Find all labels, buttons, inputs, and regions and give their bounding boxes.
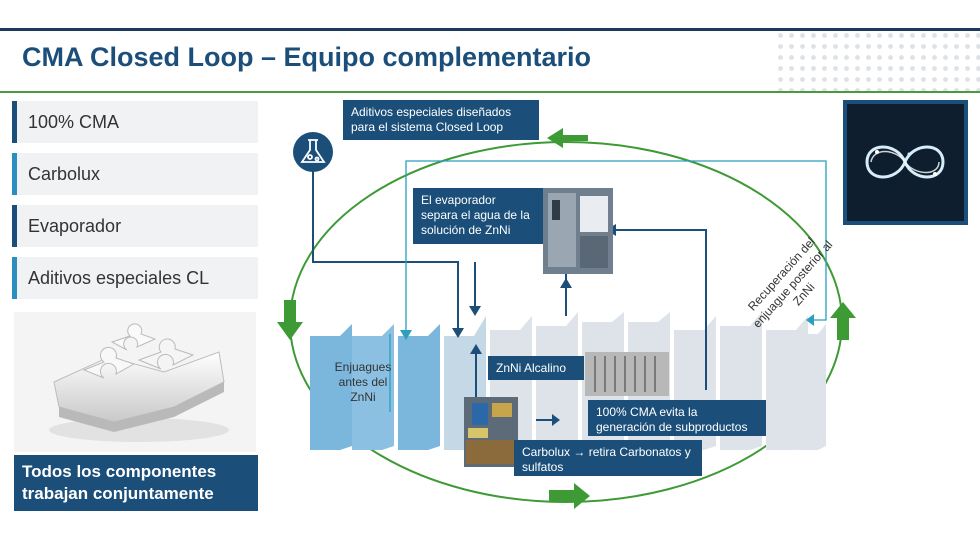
note-znni: ZnNi Alcalino [488,356,584,380]
note-cma: 100% CMA evita la generación de subprodu… [588,400,766,436]
puzzle-icon [49,323,229,442]
label-enjuagues: Enjuagues antes del ZnNi [334,360,392,404]
evaporator-photo [543,188,613,274]
sidebar-item-carbolux: Carbolux [12,153,258,195]
note-evaporador: El evaporador separa el agua de la soluc… [413,188,543,244]
sidebar-item-label: Evaporador [28,216,122,236]
infinity-image [843,100,968,225]
top-bar [0,28,980,31]
title-rule [0,91,980,93]
page-title: CMA Closed Loop – Equipo complementario [22,42,592,72]
sidebar-accent [12,153,17,195]
flask-icon [293,132,333,172]
infinity-icon [865,145,945,179]
sidebar-accent [12,205,17,247]
caption-text: Todos los componentes trabajan conjuntam… [22,462,217,503]
caption-box: Todos los componentes trabajan conjuntam… [14,455,258,511]
heater-photo [585,352,669,396]
sidebar-item-aditivos: Aditivos especiales CL [12,257,258,299]
sidebar-item-cma: 100% CMA [12,101,258,143]
sidebar-item-label: Carbolux [28,164,101,184]
sidebar-item-evaporador: Evaporador [12,205,258,247]
green-arrow-icon [277,128,856,509]
sidebar-accent [12,101,17,143]
sidebar-item-label: Aditivos especiales CL [28,268,210,288]
note-carbolux: Carbolux → retira Carbonatos y sulfatos [514,440,702,476]
decorative-dots [775,30,980,92]
note-aditivos: Aditivos especiales diseñados para el si… [343,100,539,140]
sidebar-accent [12,257,17,299]
carbolux-photo [464,397,518,467]
puzzle-image [14,312,256,452]
rinse-tanks [310,324,440,450]
sidebar-item-label: 100% CMA [28,112,120,132]
